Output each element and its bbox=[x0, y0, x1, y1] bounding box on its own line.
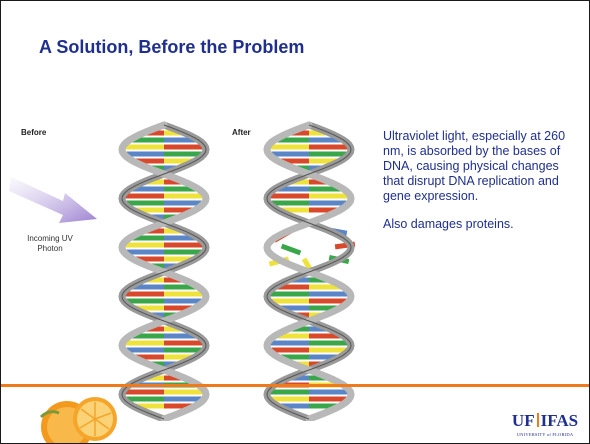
base-pair-right bbox=[309, 152, 346, 157]
dna-helix-before bbox=[122, 125, 206, 419]
base-pair-left bbox=[127, 201, 164, 206]
base-pair-left bbox=[126, 194, 164, 199]
base-pair-left bbox=[127, 348, 164, 353]
base-pair-right bbox=[309, 145, 347, 150]
base-pair-left bbox=[272, 201, 309, 206]
base-pair-right bbox=[164, 250, 201, 255]
base-pair-right bbox=[164, 348, 201, 353]
base-pair-right bbox=[309, 397, 346, 402]
base-pair-left bbox=[271, 390, 309, 395]
logo-university: UNIVERSITY of FLORIDA bbox=[511, 432, 579, 437]
base-pair-right bbox=[309, 348, 346, 353]
base-pair-right bbox=[164, 145, 202, 150]
base-pair-left bbox=[271, 341, 309, 346]
base-pair-right bbox=[309, 194, 347, 199]
base-pair-right bbox=[309, 299, 346, 304]
damaged-base bbox=[281, 244, 302, 256]
base-pair-right bbox=[309, 390, 347, 395]
base-pair-left bbox=[126, 145, 164, 150]
base-pair-right bbox=[164, 152, 201, 157]
base-pair-right bbox=[309, 201, 346, 206]
base-pair-right bbox=[164, 299, 201, 304]
base-pair-left bbox=[126, 390, 164, 395]
dna-helix-after bbox=[267, 125, 355, 419]
base-pair-right bbox=[309, 292, 347, 297]
base-pair-right bbox=[164, 194, 202, 199]
base-pair-left bbox=[272, 348, 309, 353]
slide-title: A Solution, Before the Problem bbox=[39, 37, 304, 58]
base-pair-right bbox=[164, 201, 201, 206]
base-pair-right bbox=[164, 243, 202, 248]
uv-photon-arrow bbox=[9, 177, 97, 223]
base-pair-right bbox=[164, 341, 202, 346]
body-text: Ultraviolet light, especially at 260 nm,… bbox=[383, 129, 575, 245]
logo-ifas: IFAS bbox=[541, 411, 578, 430]
base-pair-right bbox=[164, 390, 202, 395]
body-paragraph-2: Also damages proteins. bbox=[383, 217, 575, 232]
dna-illustration bbox=[1, 119, 379, 421]
uf-ifas-logo: UF IFAS UNIVERSITY of FLORIDA bbox=[511, 411, 579, 437]
base-pair-right bbox=[164, 397, 201, 402]
logo-separator bbox=[537, 413, 539, 427]
base-pair-left bbox=[271, 292, 309, 297]
base-pair-left bbox=[272, 152, 309, 157]
base-pair-left bbox=[127, 152, 164, 157]
base-pair-left bbox=[127, 299, 164, 304]
base-pair-left bbox=[127, 250, 164, 255]
body-paragraph-1: Ultraviolet light, especially at 260 nm,… bbox=[383, 129, 575, 204]
base-pair-right bbox=[164, 292, 202, 297]
footer-divider bbox=[1, 384, 589, 387]
logo-uf: UF bbox=[512, 411, 535, 430]
base-pair-right bbox=[309, 341, 347, 346]
orange-slice-logo bbox=[37, 395, 125, 443]
base-pair-left bbox=[272, 397, 309, 402]
base-pair-left bbox=[272, 299, 309, 304]
base-pair-left bbox=[271, 145, 309, 150]
base-pair-left bbox=[127, 397, 164, 402]
base-pair-left bbox=[126, 292, 164, 297]
base-pair-left bbox=[126, 341, 164, 346]
base-pair-left bbox=[126, 243, 164, 248]
base-pair-left bbox=[271, 194, 309, 199]
